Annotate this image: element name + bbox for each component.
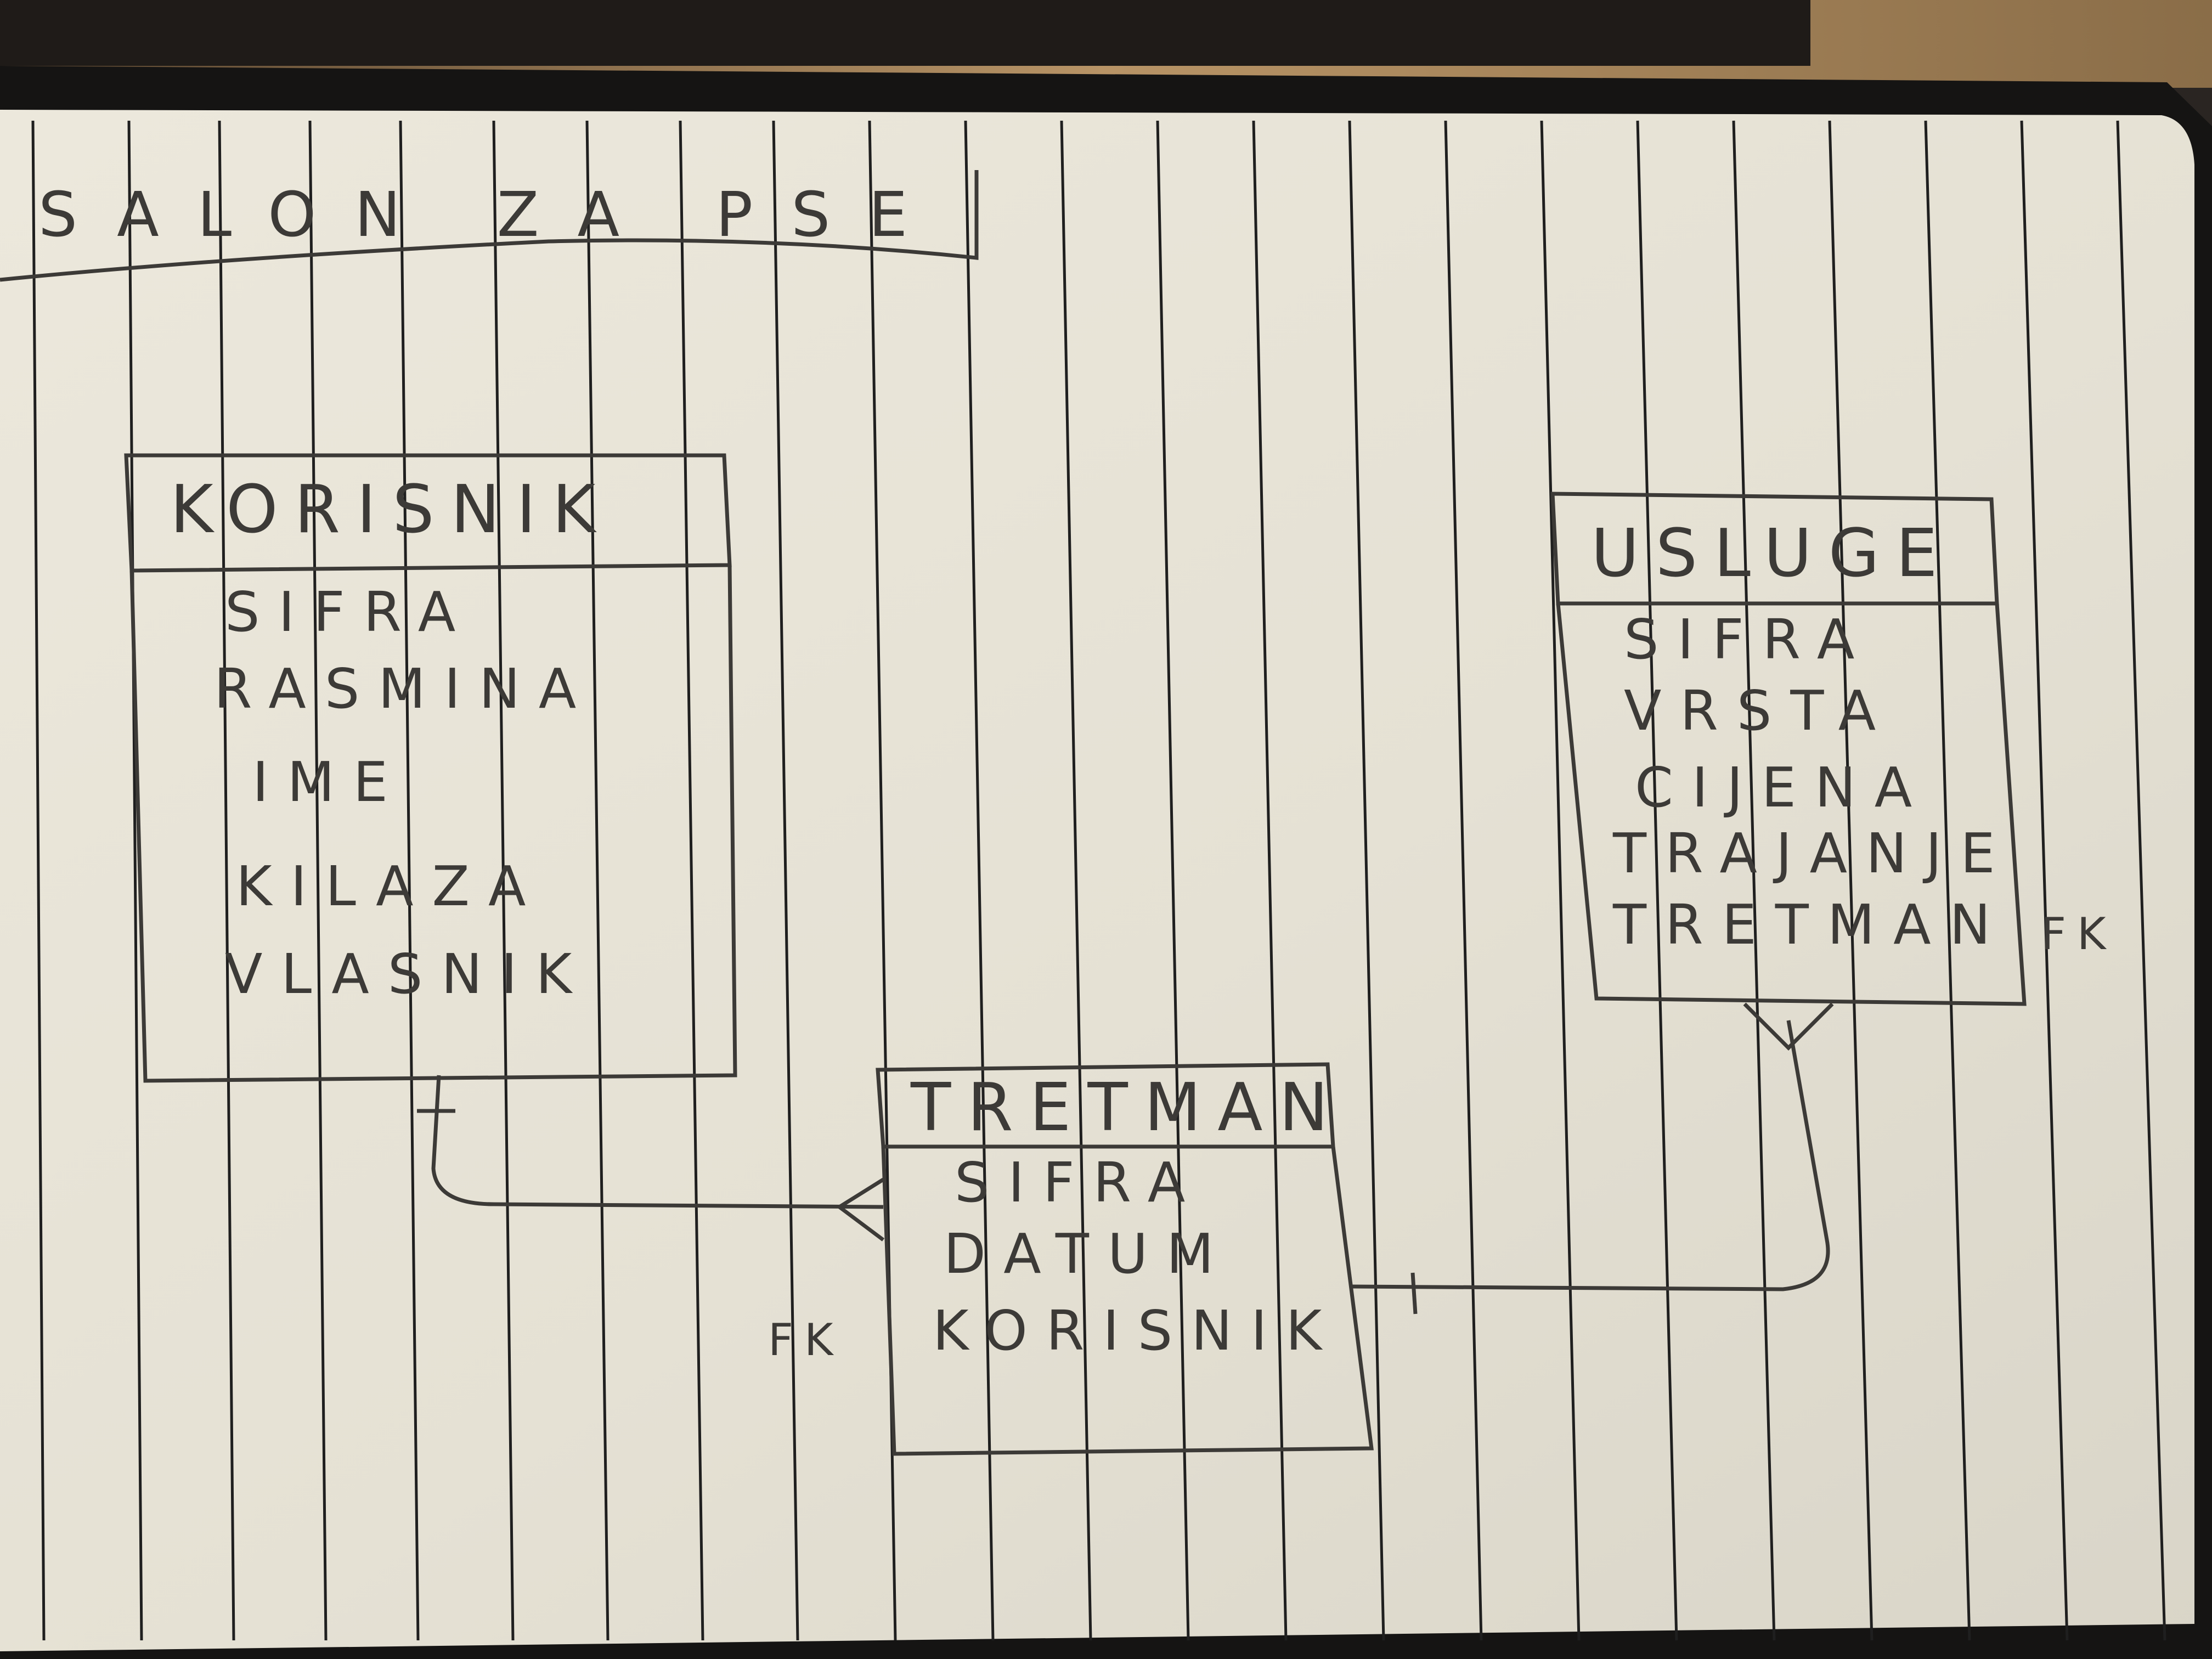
ruling-line — [1540, 120, 1581, 1641]
title-group: SALON ZA PSE — [0, 170, 979, 282]
ruling-line — [1924, 120, 1971, 1641]
tretman-body-box — [881, 1146, 1374, 1456]
usluge-body-box — [1556, 603, 2027, 1006]
korisnik-attr-4: KILAZA — [236, 854, 544, 918]
dark-object — [0, 0, 1810, 66]
korisnik-attr-5: VLASNIK — [225, 942, 590, 1006]
ruling-line — [1252, 120, 1288, 1641]
ruling-line — [492, 120, 515, 1641]
ruling-line — [772, 120, 799, 1641]
usluge-attr-5: TRETMAN — [1612, 893, 2009, 957]
tretman-title: TRETMAN — [910, 1070, 1345, 1146]
ruling-line — [308, 120, 328, 1641]
crows-foot-tretman — [836, 1178, 885, 1242]
ruling-line — [399, 120, 420, 1641]
page-title: SALON ZA PSE — [38, 179, 946, 251]
ruling-line — [127, 120, 143, 1641]
relation-line-korisnik-tretman — [431, 1075, 884, 1209]
usluge-attr-2: VRSTA — [1624, 679, 1894, 743]
ruling-line — [1636, 120, 1678, 1641]
ruling-line — [964, 120, 995, 1641]
usluge-attr-3: CIJENA — [1635, 755, 1931, 820]
usluge-title: USLUGE — [1591, 516, 1954, 592]
korisnik-attr-1: SIFRA — [225, 580, 474, 644]
ruling-line — [2020, 120, 2069, 1641]
relation-korisnik-tretman — [417, 1075, 885, 1242]
crows-foot-usluge — [1743, 1002, 1834, 1051]
ruling-line — [218, 120, 235, 1641]
ruling-line — [1060, 120, 1092, 1641]
usluge-attr-1: SIFRA — [1624, 607, 1873, 672]
tretman-attr-1: SIFRA — [955, 1150, 1204, 1215]
one-marker-tretman — [1410, 1272, 1418, 1314]
ruling-line — [1348, 120, 1385, 1641]
ruling-line — [2116, 120, 2166, 1641]
ruling-line — [1444, 120, 1483, 1641]
ruling-line — [1828, 120, 1874, 1641]
ruling-line — [679, 120, 704, 1641]
korisnik-attr-3: IME — [252, 750, 407, 814]
entity-usluge — [1550, 492, 2027, 1006]
ruling-line — [585, 120, 610, 1641]
relation-line-tretman-usluge — [1349, 1020, 1830, 1291]
ruling-line — [1156, 120, 1190, 1641]
tretman-attr-2: DATUM — [944, 1222, 1232, 1286]
ruling-line — [1732, 120, 1776, 1641]
relation-tretman-usluge — [1349, 1002, 1834, 1314]
usluge-attr-4: TRAJANJE — [1612, 821, 2014, 885]
korisnik-title: KORISNIK — [170, 472, 612, 548]
title-underline — [0, 170, 979, 282]
korisnik-attr-2: RASMINA — [214, 657, 595, 721]
ruling-lines — [31, 120, 2166, 1641]
tretman-attr-3: KORISNIK — [933, 1299, 1340, 1363]
usluge-fk-label: FK — [2041, 909, 2117, 960]
tretman-fk-label: FK — [768, 1314, 844, 1365]
ruling-line — [31, 120, 46, 1641]
entity-tretman — [876, 1062, 1374, 1456]
